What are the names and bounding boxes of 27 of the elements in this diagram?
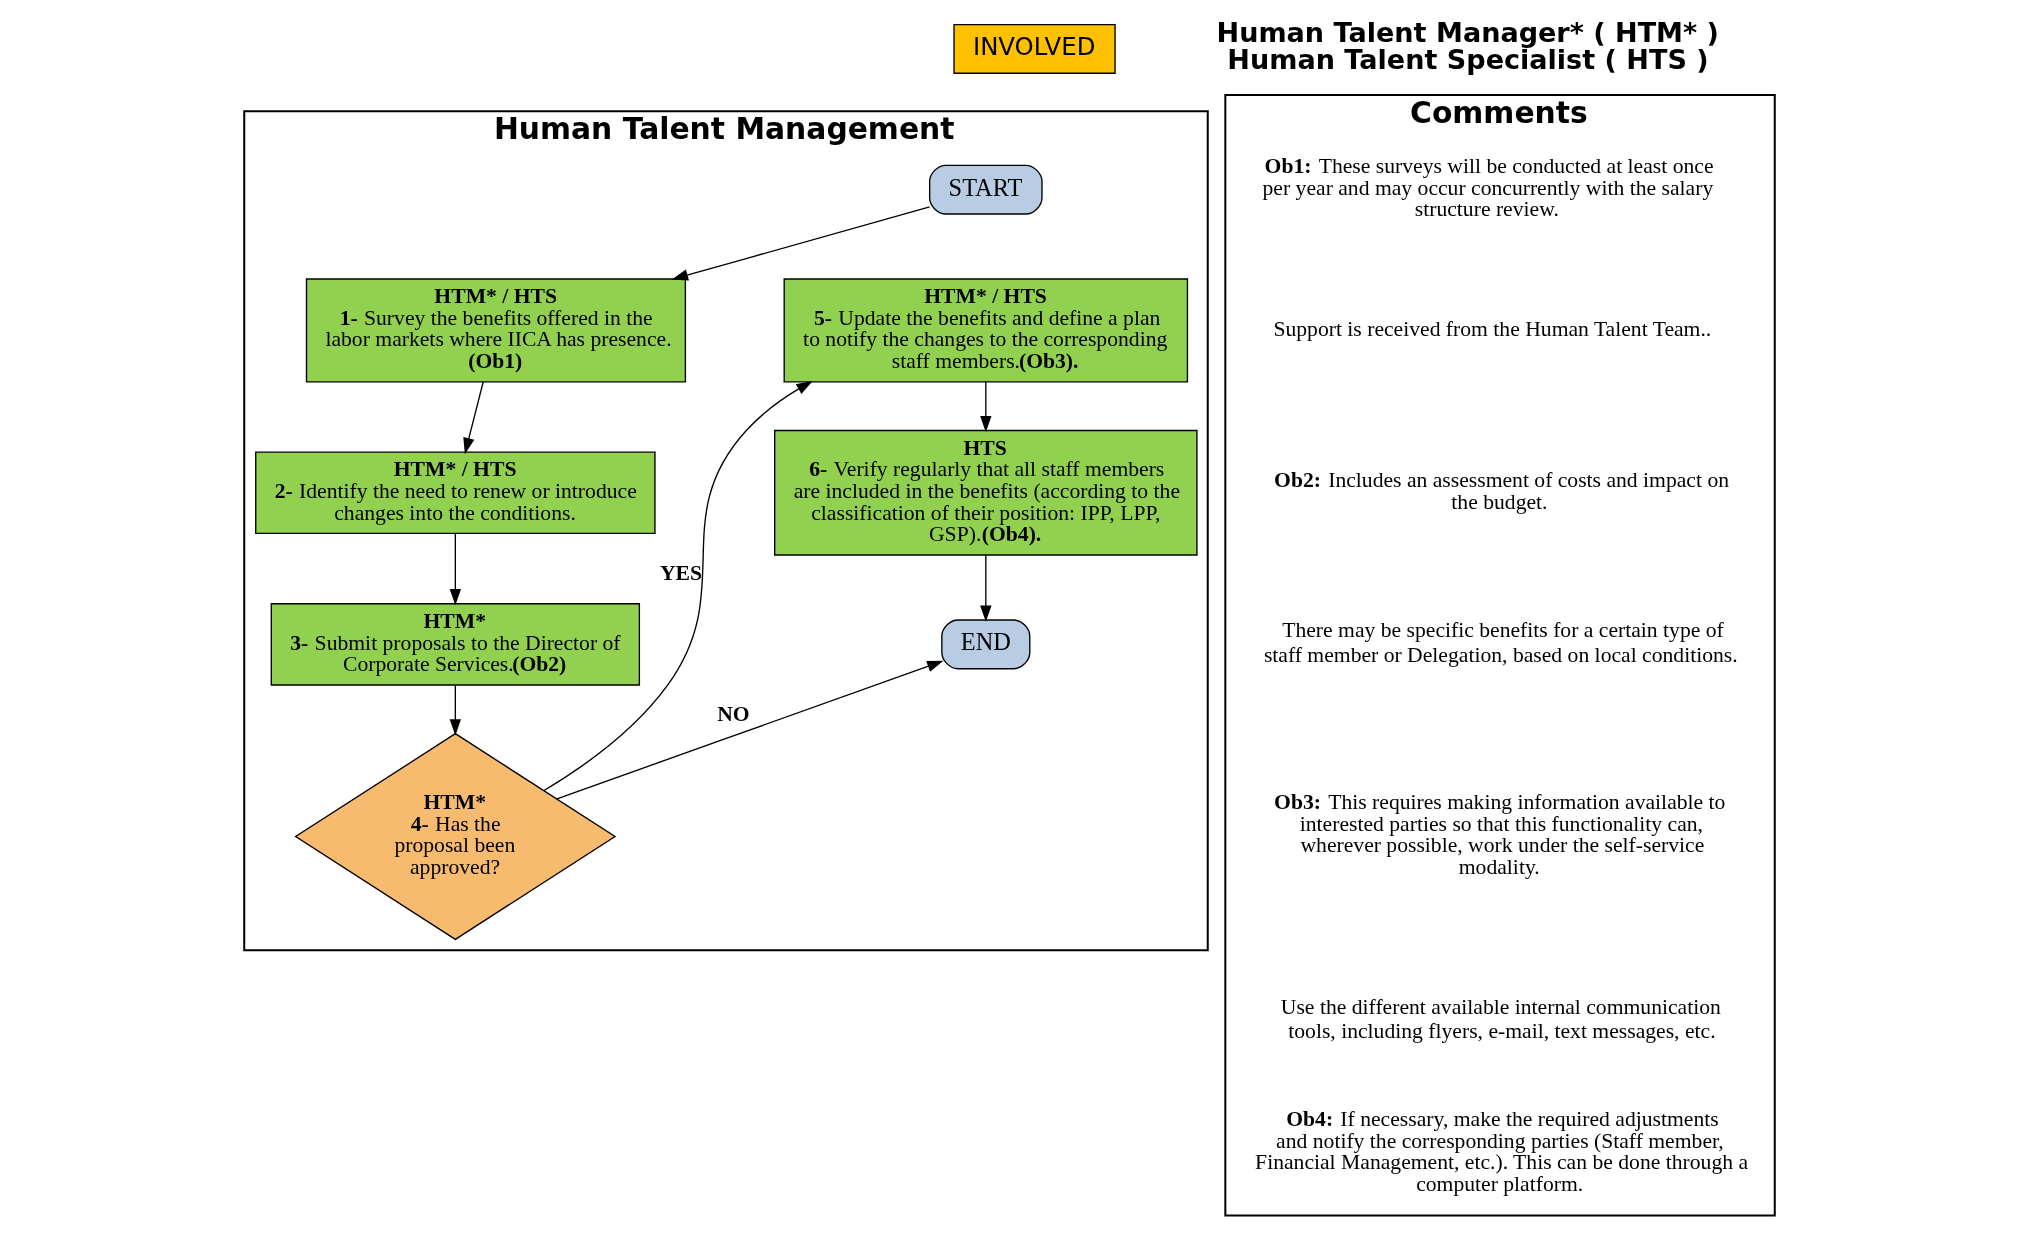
label: Ob3: This requires making information available to interested parties so that this functionality can, wherever possible, work under the self-service modality.: [1274, 790, 1726, 880]
node-box: HTM* 3- Submit proposals to the Director of Corporate Services.(Ob2): [270, 603, 641, 686]
node-box: HTM* / HTS 1- Survey the benefits offered in the labor markets where IICA has presence. (Ob1): [305, 278, 687, 383]
node-box: END: [941, 619, 1031, 670]
label: Ob2: Includes an assessment of costs and impact on the budget.: [1274, 468, 1730, 514]
label: Support is received from the Human Talent Team..: [1273, 316, 1712, 341]
arrow: [980, 381, 992, 433]
arrow: [556, 660, 944, 800]
arrow: [463, 381, 484, 455]
label: Ob4: If necessary, make the required adjustments and notify the corresponding parties (Staff member, Financial Management, etc.). This can be done through a computer platform.: [1255, 1106, 1749, 1196]
label: Ob1: These surveys will be conducted at least once per year and may occur concurrently with the salary structure review.: [1262, 154, 1714, 222]
edge-label: NO: [717, 702, 750, 727]
node-box: START: [929, 164, 1043, 215]
arrow: [543, 381, 813, 792]
node-box: HTM* / HTS 5- Update the benefits and define a plan to notify the changes to the corresponding staff members.(Ob3).: [783, 278, 1189, 383]
arrow: [671, 206, 931, 281]
arrow: [449, 532, 462, 606]
label: Human Talent Manager* ( HTM* ): [1216, 17, 1719, 49]
arrow: [449, 684, 462, 736]
node-box: HTM* / HTS 2- Identify the need to renew or introduce changes into the conditions.: [255, 451, 656, 535]
node-box: INVOLVED: [953, 23, 1116, 74]
node-box: HTS 6- Verify regularly that all staff members are included in the benefits (according to the classification of their position: IPP, LPP, GSP).(Ob4).: [774, 429, 1198, 556]
edge-label: YES: [660, 560, 703, 585]
node-diamond: HTM* 4- Has the proposal been approved?: [294, 732, 617, 941]
label: Use the different available internal communication tools, including flyers, e-mail, text messages, etc.: [1280, 994, 1721, 1043]
arrow: [980, 554, 992, 622]
label: There may be specific benefits for a certain type of staff member or Delegation, based on local conditions.: [1263, 618, 1738, 667]
